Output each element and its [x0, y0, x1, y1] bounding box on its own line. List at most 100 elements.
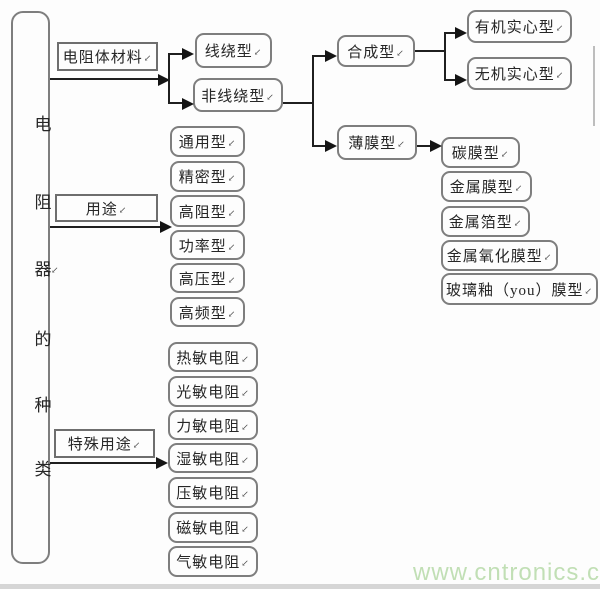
- return-mark: ↙: [227, 138, 237, 148]
- return-mark: ↙: [241, 489, 250, 499]
- node-usage-high-resistance: 高阻型↙: [170, 195, 245, 227]
- connector-composite-out: [415, 50, 446, 52]
- node-film-metal-oxide-label: 金属氧化膜型: [446, 249, 543, 265]
- node-special-force-sensitive-label: 力敏电阻: [176, 418, 241, 435]
- node-film-metal-foil-label: 金属箔型: [448, 215, 513, 231]
- node-inorganic-solid: 无机实心型↙: [467, 57, 572, 90]
- branch-material: 电阻体材料↙: [57, 42, 158, 71]
- arrowhead-thin-film: [325, 140, 337, 152]
- node-non-wirewound-label: 非线绕型: [201, 88, 266, 105]
- node-usage-high-frequency: 高频型↙: [170, 297, 245, 327]
- arrowhead-inorganic-solid: [455, 74, 467, 86]
- arrowhead-wirewound: [182, 48, 194, 60]
- node-wirewound-label: 线绕型: [204, 44, 253, 60]
- node-composite-label: 合成型: [347, 44, 396, 61]
- return-mark: ↙: [543, 252, 553, 262]
- bottom-scan-band: [0, 584, 600, 589]
- node-special-thermistor-label: 热敏电阻: [176, 350, 241, 367]
- return-mark: ↙: [253, 47, 263, 57]
- node-film-glass-glaze: 玻璃釉（you）膜型↙: [441, 273, 598, 305]
- return-mark: ↙: [396, 47, 405, 58]
- root-title-char: 器: [34, 260, 52, 279]
- node-inorganic-solid-label: 无机实心型: [474, 67, 555, 83]
- return-mark: ↙: [118, 204, 128, 215]
- connector-to-organic-solid: [445, 32, 456, 34]
- root-title-char: 种: [34, 396, 52, 415]
- node-usage-general-label: 通用型: [178, 135, 227, 151]
- node-special-magneto-sensitive-label: 磁敏电阻: [176, 521, 241, 537]
- node-film-metal-label: 金属膜型: [449, 180, 514, 196]
- arrowhead-non-wirewound: [182, 98, 194, 110]
- return-mark: ↙: [241, 353, 250, 364]
- return-mark: ↙: [227, 274, 237, 285]
- branch-special-label: 特殊用途: [67, 437, 132, 453]
- node-non-wirewound: 非线绕型↙: [193, 78, 283, 112]
- node-special-varistor: 压敏电阻↙: [168, 477, 258, 508]
- node-special-force-sensitive: 力敏电阻↙: [168, 410, 258, 440]
- return-mark: ↙: [241, 558, 250, 568]
- return-mark: ↙: [227, 308, 237, 319]
- arrowhead-material: [158, 74, 170, 86]
- arrowhead-film-stack: [430, 140, 442, 152]
- node-special-gas-sensitive: 气敏电阻↙: [168, 546, 258, 577]
- root-title-char: 类: [34, 460, 52, 479]
- node-usage-high-voltage-label: 高压型: [178, 271, 227, 288]
- connector-to-composite: [313, 55, 326, 57]
- node-special-humidity-sensitive-label: 湿敏电阻: [176, 451, 241, 468]
- return-mark: ↙: [500, 149, 510, 159]
- return-mark: ↙: [51, 265, 59, 275]
- node-thin-film-label: 薄膜型: [348, 136, 397, 152]
- arrowhead-composite: [325, 50, 337, 62]
- node-thin-film: 薄膜型↙: [337, 125, 417, 160]
- connector-root-to-usage: [50, 226, 160, 228]
- root-title-char: 阻: [34, 193, 52, 212]
- node-film-carbon: 碳膜型↙: [441, 137, 520, 168]
- return-mark: ↙: [227, 207, 237, 218]
- node-usage-high-voltage: 高压型↙: [170, 263, 245, 293]
- connector-non-wirewound-out: [283, 102, 314, 104]
- node-wirewound: 线绕型↙: [195, 33, 272, 68]
- node-usage-high-frequency-label: 高频型: [178, 305, 227, 322]
- scan-artifact-line: [593, 46, 595, 126]
- node-usage-general: 通用型↙: [170, 126, 245, 157]
- return-mark: ↙: [513, 218, 523, 228]
- node-special-photoresistor: 光敏电阻↙: [168, 376, 258, 407]
- node-special-photoresistor-label: 光敏电阻: [176, 385, 241, 401]
- return-mark: ↙: [241, 388, 250, 398]
- return-mark: ↙: [241, 524, 250, 534]
- return-mark: ↙: [132, 440, 142, 450]
- connector-to-thin-film: [313, 145, 326, 147]
- return-mark: ↙: [397, 139, 406, 149]
- node-film-carbon-label: 碳膜型: [451, 146, 500, 162]
- return-mark: ↙: [227, 241, 237, 252]
- connector-composite-branch-vertical: [444, 32, 446, 81]
- connector-root-to-special: [50, 462, 156, 464]
- arrowhead-special: [156, 457, 168, 469]
- root-node-resistor-types: 电 阻 器 ↙ 的 种 类: [11, 11, 59, 564]
- node-usage-power-label: 功率型: [178, 238, 227, 255]
- node-usage-power: 功率型↙: [170, 230, 245, 260]
- node-usage-precision-label: 精密型: [178, 170, 227, 186]
- node-film-glass-glaze-label: 玻璃釉（you）膜型: [445, 282, 584, 299]
- connector-material-branch-vertical: [168, 53, 170, 104]
- return-mark: ↙: [555, 23, 565, 33]
- root-title-char: 的: [34, 330, 52, 349]
- node-film-metal-oxide: 金属氧化膜型↙: [441, 240, 558, 271]
- branch-material-label: 电阻体材料: [62, 50, 143, 66]
- return-mark: ↙: [266, 91, 275, 102]
- node-special-humidity-sensitive: 湿敏电阻↙: [168, 443, 258, 473]
- connector-nonwire-branch-vertical: [312, 55, 314, 147]
- node-organic-solid: 有机实心型↙: [467, 10, 572, 43]
- branch-special: 特殊用途↙: [54, 429, 155, 458]
- node-organic-solid-label: 有机实心型: [474, 20, 555, 36]
- connector-to-wirewound: [169, 53, 183, 55]
- branch-usage: 用途↙: [55, 194, 158, 222]
- node-special-gas-sensitive-label: 气敏电阻: [176, 555, 241, 571]
- node-special-varistor-label: 压敏电阻: [176, 486, 241, 502]
- node-film-metal-foil: 金属箔型↙: [441, 206, 530, 237]
- node-film-metal: 金属膜型↙: [441, 171, 532, 202]
- return-mark: ↙: [227, 173, 237, 183]
- root-title-char: 电: [34, 115, 52, 134]
- arrowhead-organic-solid: [455, 27, 467, 39]
